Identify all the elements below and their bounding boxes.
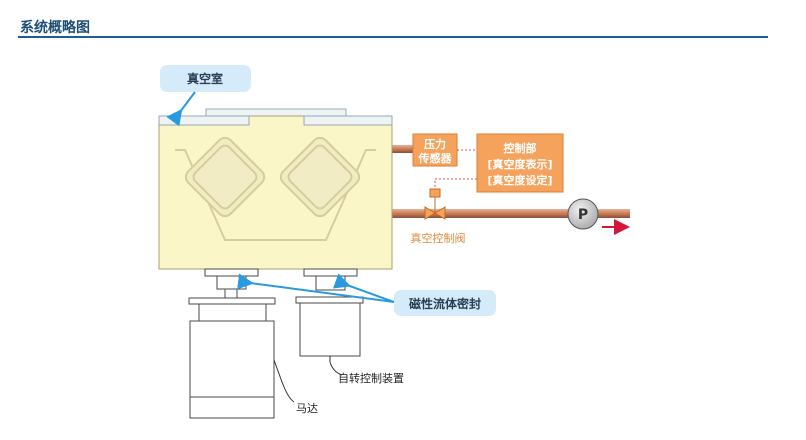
controller: 控制部 [真空度表示] [真空度设定] (476, 133, 564, 193)
rotation-control-callout: 自转控制装置 (329, 356, 404, 385)
vacuum-chamber (158, 108, 393, 270)
exhaust-pipe (392, 209, 630, 218)
pressure-sensor: 压力 传感器 (412, 133, 458, 167)
rotation-control-label: 自转控制装置 (338, 371, 404, 385)
vacuum-control-valve: 真空控制阀 (411, 188, 466, 245)
signal-lines (434, 149, 477, 189)
pump-label: P (578, 207, 588, 223)
controller-label-line1: 控制部 (504, 141, 537, 155)
controller-label-line3: [真空度设定] (487, 173, 552, 187)
magnetic-seal-callout: 磁性流体密封 (237, 273, 496, 316)
right-drive-stack (295, 268, 364, 357)
vacuum-chamber-label: 真空室 (187, 71, 223, 86)
page-title: 系统概略图 (20, 20, 90, 36)
vacuum-valve-label: 真空控制阀 (411, 231, 466, 245)
pump: P (567, 198, 630, 235)
vacuum-chamber-callout: 真空室 (160, 65, 251, 127)
motor-callout: 马达 (273, 359, 318, 415)
pressure-sensor-label-line1: 压力 (424, 137, 446, 151)
magnetic-seal-label: 磁性流体密封 (408, 296, 481, 311)
title-divider (18, 36, 768, 38)
controller-label-line2: [真空度表示] (487, 157, 552, 171)
sensor-pipe (392, 145, 414, 153)
motor-label: 马达 (296, 402, 318, 415)
pressure-sensor-label-line2: 传感器 (418, 151, 453, 165)
substrate-holder (175, 136, 376, 241)
left-drive-stack (188, 268, 276, 419)
